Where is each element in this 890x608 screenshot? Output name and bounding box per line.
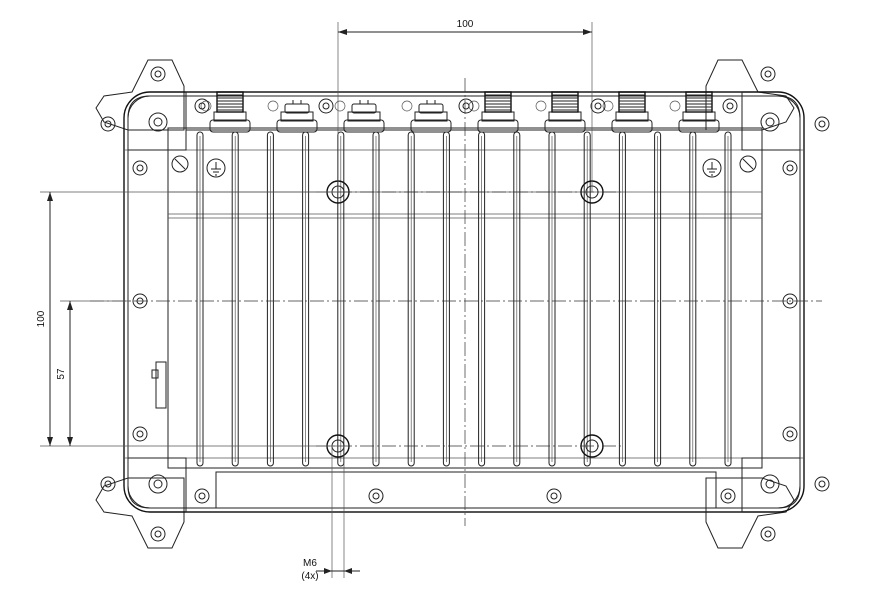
cooling-fin — [548, 131, 556, 467]
height-dimension-label: 100 — [36, 310, 47, 327]
offset-dimension-label: 57 — [56, 368, 67, 380]
dimension-labels: 100 100 57 M6 (4x) — [36, 19, 474, 582]
connector — [669, 91, 720, 133]
cooling-fin — [583, 131, 591, 467]
cooling-fin — [302, 131, 310, 467]
screw-icon — [132, 426, 148, 442]
screw-icon — [132, 160, 148, 176]
screw-icon — [368, 488, 384, 504]
screw-icon — [318, 98, 334, 114]
ground-icon — [702, 158, 722, 178]
connector — [267, 100, 318, 133]
connector — [401, 100, 452, 133]
thread-label: M6 — [303, 558, 317, 569]
connector — [602, 91, 653, 133]
ground-icon — [206, 158, 226, 178]
connector — [468, 91, 519, 133]
screw-icon — [782, 160, 798, 176]
housing — [123, 91, 805, 513]
screw-icon — [590, 98, 606, 114]
dimensions — [40, 22, 593, 578]
screw-icon — [546, 488, 562, 504]
cooling-fins — [196, 131, 732, 467]
connector — [535, 91, 586, 133]
width-dimension-label: 100 — [457, 19, 474, 30]
cooling-fin — [478, 131, 486, 467]
screw-icon — [194, 488, 210, 504]
center-lines — [90, 78, 822, 526]
ground-screw-icon — [739, 155, 757, 173]
cooling-fin — [266, 131, 274, 467]
connector — [200, 91, 251, 133]
screw-icon — [194, 98, 210, 114]
cooling-fin — [196, 131, 204, 467]
cooling-fin — [231, 131, 239, 467]
thread-count-label: (4x) — [301, 571, 318, 582]
cooling-fin — [654, 131, 662, 467]
cooling-fin — [513, 131, 521, 467]
cooling-fin — [407, 131, 415, 467]
connector — [334, 100, 385, 133]
screw-icon — [782, 426, 798, 442]
screw-icon — [720, 488, 736, 504]
cooling-fin — [442, 131, 450, 467]
cooling-fin — [372, 131, 380, 467]
cooling-fin — [337, 131, 345, 467]
top-connectors — [200, 91, 720, 133]
cooling-fin — [618, 131, 626, 467]
cooling-fin — [689, 131, 697, 467]
mounting-ears — [95, 59, 830, 549]
screw-icon — [722, 98, 738, 114]
ground-symbols — [171, 155, 757, 178]
ground-screw-icon — [171, 155, 189, 173]
screw-icon — [458, 98, 474, 114]
edge-screws — [132, 98, 798, 504]
cooling-fin — [724, 131, 732, 467]
